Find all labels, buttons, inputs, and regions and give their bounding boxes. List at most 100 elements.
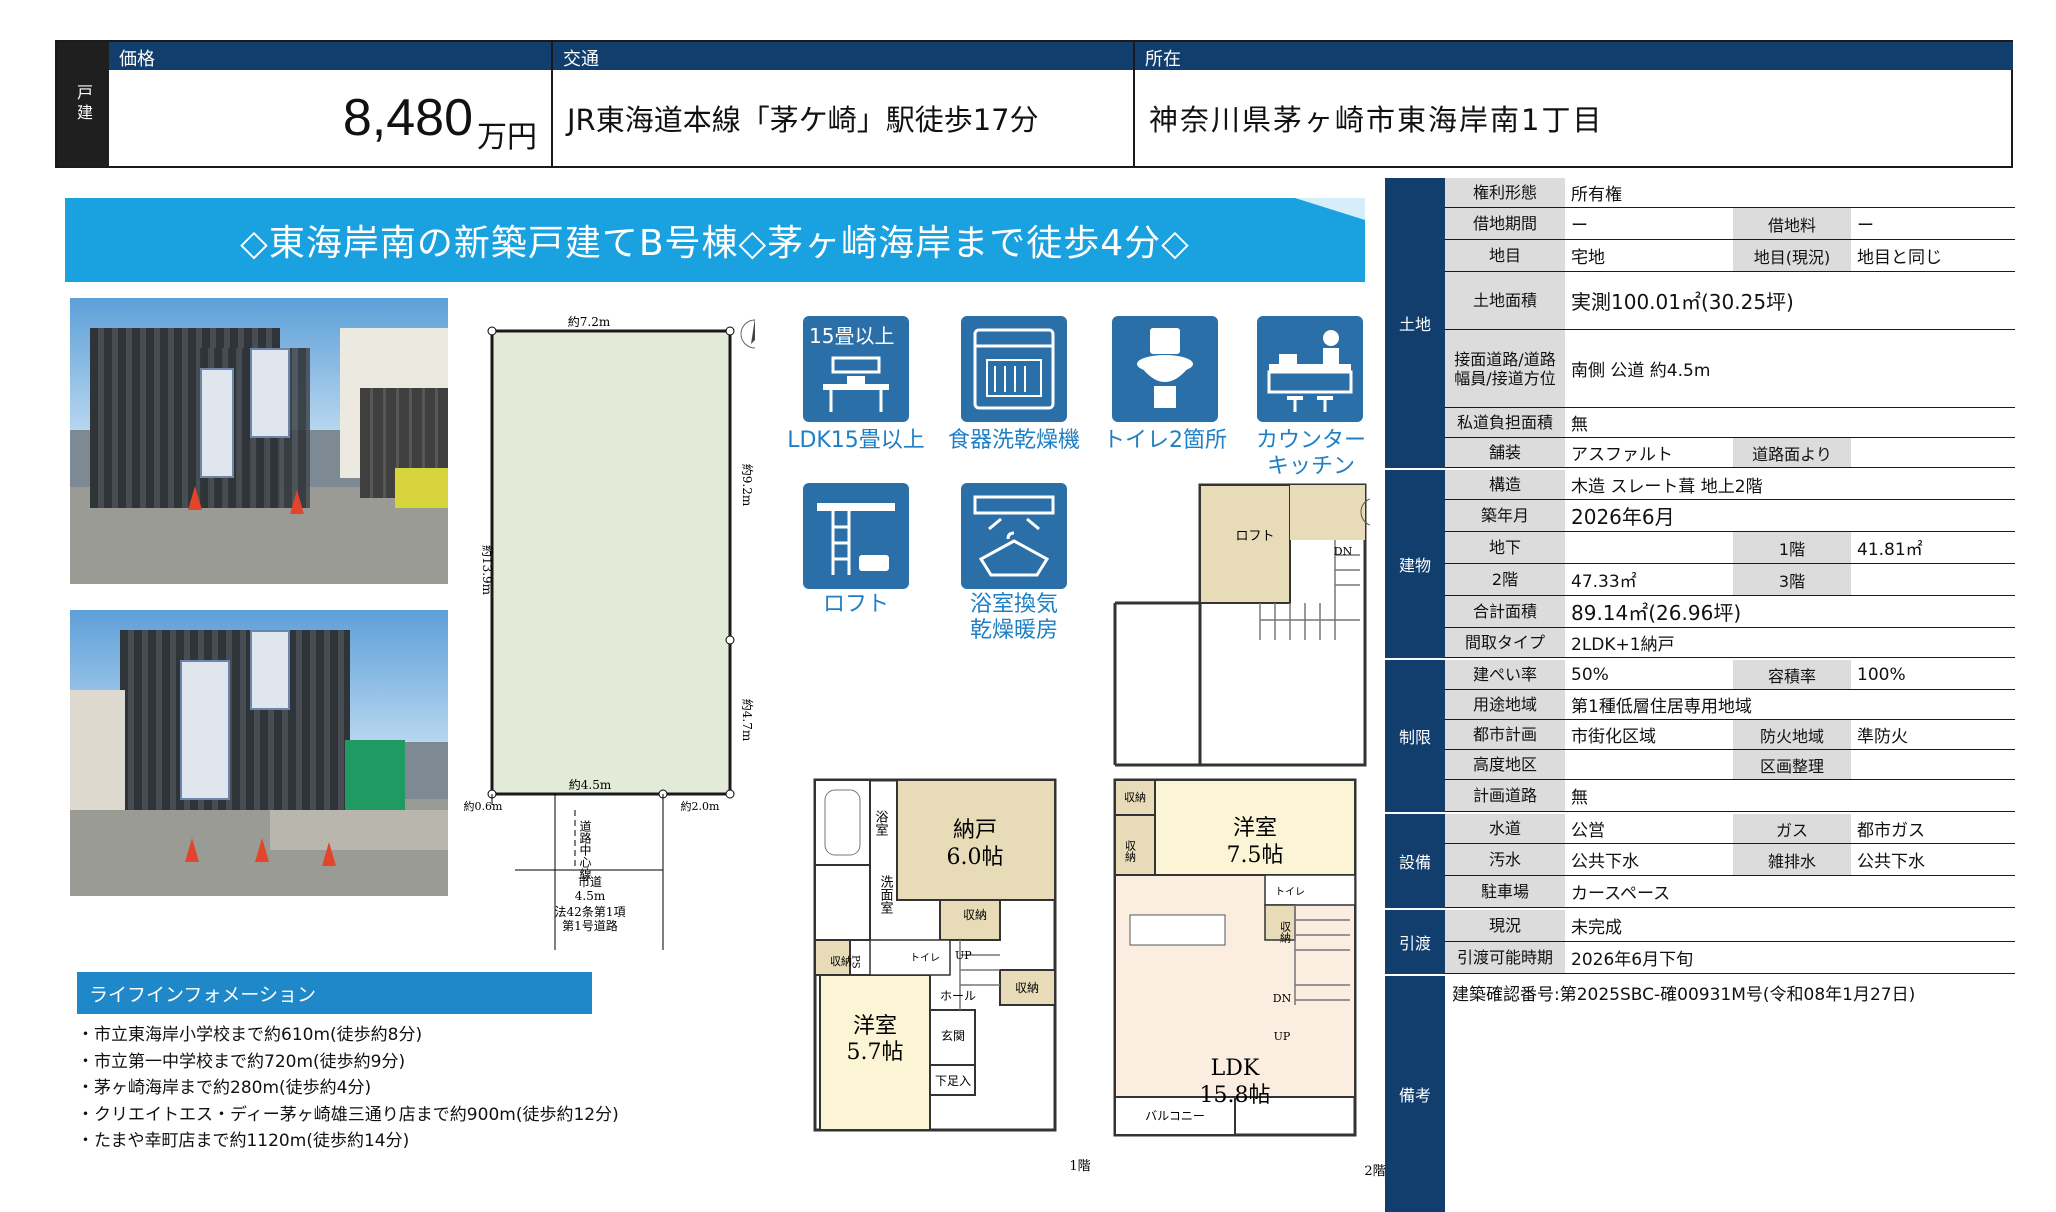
status-key: 現況 bbox=[1445, 910, 1565, 941]
floor3-area-key: 3階 bbox=[1733, 564, 1851, 595]
location-value: 神奈川県茅ヶ崎市東海岸南1丁目 bbox=[1149, 103, 1604, 137]
road-center-line: 道路中心線 bbox=[578, 820, 592, 880]
ldk-room-size: 15.8帖 bbox=[1200, 1083, 1271, 1108]
spec-row-road: 接面道路/道路幅員/接道方位 南側 公道 約4.5m bbox=[1445, 330, 2015, 408]
spec-row-sewage: 汚水 公共下水 雑排水 公共下水 bbox=[1445, 844, 2015, 876]
rights-key: 権利形態 bbox=[1445, 178, 1565, 207]
rights-value: 所有権 bbox=[1571, 185, 1622, 205]
road-width: 4.5m bbox=[575, 889, 606, 903]
location-label: 所在 bbox=[1135, 42, 2013, 70]
ldk-label: LDK15畳以上 bbox=[787, 428, 925, 453]
lease-value: ー bbox=[1571, 216, 1588, 236]
life-info-item: ・クリエイトエス・ディー茅ヶ崎雄三通り店まで約900m(徒歩約12分) bbox=[77, 1104, 619, 1125]
floor2-area-value: 47.33㎡ bbox=[1571, 572, 1637, 592]
basement-value bbox=[1565, 532, 1733, 563]
headline-banner: ◇東海岸南の新築戸建てB号棟◇茅ヶ崎海岸まで徒歩4分◇ bbox=[65, 198, 1365, 282]
balcony-label: バルコニー bbox=[1145, 1109, 1205, 1123]
western-room-2-label: 洋室 bbox=[1233, 816, 1277, 841]
bathroom-dryer-icon bbox=[961, 483, 1067, 589]
price-number: 8,480 bbox=[342, 89, 473, 147]
zone-key: 用途地域 bbox=[1445, 690, 1565, 719]
spec-row-status: 現況 未完成 bbox=[1445, 910, 2015, 942]
dishwasher-label: 食器洗乾燥機 bbox=[947, 428, 1080, 453]
category-restrictions: 制限 bbox=[1385, 660, 1445, 812]
shuno-label-2f-a: 収納 bbox=[1124, 791, 1146, 804]
lot-right-upper-dim: 約9.2m bbox=[740, 464, 755, 507]
lot-bottom-right-dim: 約2.0m bbox=[681, 799, 720, 813]
chimoku-now-key: 地目(現況) bbox=[1733, 240, 1851, 271]
floor2-label: 2階 bbox=[1364, 1164, 1385, 1179]
rent-value: ー bbox=[1857, 216, 1874, 236]
counter-label-1: カウンター bbox=[1255, 428, 1366, 453]
layout-value: 2LDK+1納戸 bbox=[1571, 635, 1675, 655]
floor2-area-key: 2階 bbox=[1445, 564, 1565, 595]
chimoku-now-value: 地目と同じ bbox=[1857, 248, 1942, 268]
spec-row-ratio: 建ぺい率 50% 容積率 100% bbox=[1445, 660, 2015, 690]
spec-row-floors-1: 地下 1階 41.81㎡ bbox=[1445, 532, 2015, 564]
land-readjust-key: 区画整理 bbox=[1733, 750, 1851, 779]
location-column: 所在 神奈川県茅ヶ崎市東海岸南1丁目 bbox=[1133, 42, 2013, 166]
loft-room-label: ロフト bbox=[1235, 529, 1274, 544]
access-value: JR東海道本線「茅ケ崎」駅徒歩17分 bbox=[567, 103, 1039, 137]
price-label: 価格 bbox=[109, 42, 551, 70]
category-building: 建物 bbox=[1385, 470, 1445, 658]
private-road-value: 無 bbox=[1571, 415, 1588, 435]
built-value: 2026年6月 bbox=[1571, 505, 1675, 529]
spec-row-layout: 間取タイプ 2LDK+1納戸 bbox=[1445, 628, 2015, 658]
first-floor-plan: 納戸 6.0帖 浴室 洗面室 収納 収納 PS トイレ UP ホール 収納 洋室… bbox=[813, 778, 1091, 1174]
dishwasher-icon bbox=[961, 316, 1067, 422]
loft-icon bbox=[803, 483, 909, 589]
far-value: 100% bbox=[1857, 664, 1906, 685]
height-district-key: 高度地区 bbox=[1445, 750, 1565, 779]
road-surface-value bbox=[1851, 438, 1863, 467]
category-land: 土地 bbox=[1385, 178, 1445, 468]
gas-key: ガス bbox=[1733, 814, 1851, 843]
compass-icon bbox=[1360, 498, 1370, 526]
access-label: 交通 bbox=[553, 42, 1133, 70]
private-road-key: 私道負担面積 bbox=[1445, 408, 1565, 437]
ldk-icon-text: 15畳以上 bbox=[809, 324, 895, 348]
shuno-label-2f-c: 収納 bbox=[1279, 921, 1292, 944]
lot-top-dim: 約7.2m bbox=[568, 314, 611, 329]
lot-right-lower-dim: 約4.7m bbox=[740, 699, 755, 742]
water-key: 水道 bbox=[1445, 814, 1565, 843]
header-bar: 戸建 価格 8,480 万円 交通 JR東海道本線「茅ケ崎」駅徒歩17分 所在 … bbox=[55, 40, 2013, 168]
spec-row-chimoku: 地目 宅地 地目(現況) 地目と同じ bbox=[1445, 240, 2015, 272]
shoe-label: 下足入 bbox=[935, 1074, 971, 1088]
loft-floorplan: ロフト DN bbox=[1113, 483, 1370, 767]
ps-label: PS bbox=[850, 955, 861, 969]
gas-value: 都市ガス bbox=[1857, 821, 1925, 841]
spec-row-land-area: 土地面積 実測100.01㎡(30.25坪) bbox=[1445, 272, 2015, 330]
structure-key: 構造 bbox=[1445, 470, 1565, 499]
storage-room-size: 6.0帖 bbox=[947, 845, 1004, 870]
category-remarks: 備考 bbox=[1385, 976, 1445, 1212]
wash-label: 洗面室 bbox=[878, 875, 894, 914]
rent-key: 借地料 bbox=[1733, 208, 1851, 239]
road-key: 接面道路/道路幅員/接道方位 bbox=[1445, 330, 1565, 407]
spec-row-floors-2: 2階 47.33㎡ 3階 bbox=[1445, 564, 2015, 596]
headline-text: ◇東海岸南の新築戸建てB号棟◇茅ヶ崎海岸まで徒歩4分◇ bbox=[240, 223, 1190, 264]
paving-key: 舗装 bbox=[1445, 438, 1565, 467]
counter-label-2: キッチン bbox=[1266, 454, 1355, 479]
western-room-1-size: 5.7帖 bbox=[847, 1040, 904, 1065]
lot-bottom-dim: 約4.5m bbox=[569, 777, 612, 792]
spec-row-private-road: 私道負担面積 無 bbox=[1445, 408, 2015, 438]
up-label-2f: UP bbox=[1274, 1030, 1291, 1043]
hall-label: ホール bbox=[940, 989, 976, 1003]
access-column: 交通 JR東海道本線「茅ケ崎」駅徒歩17分 bbox=[551, 42, 1133, 166]
road-law-2: 第1号道路 bbox=[562, 918, 618, 933]
property-type: 戸建 bbox=[57, 42, 109, 166]
status-value: 未完成 bbox=[1571, 918, 1622, 938]
entrance-label: 玄関 bbox=[941, 1028, 965, 1043]
far-key: 容積率 bbox=[1733, 660, 1851, 689]
basement-key: 地下 bbox=[1445, 532, 1565, 563]
second-floor-plan: 収納 収納 洋室 7.5帖 収納 トイレ DN UP LDK 15.8帖 バルコ… bbox=[1113, 778, 1386, 1179]
zone-value: 第1種低層住居専用地域 bbox=[1571, 697, 1752, 717]
sewage-value: 公共下水 bbox=[1571, 852, 1639, 872]
drain-value: 公共下水 bbox=[1857, 852, 1925, 872]
western-room-2-size: 7.5帖 bbox=[1227, 843, 1284, 868]
spec-row-water: 水道 公営 ガス 都市ガス bbox=[1445, 814, 2015, 844]
shuno-label-2f-b: 収納 bbox=[1124, 840, 1137, 863]
loft-dn-label: DN bbox=[1334, 545, 1353, 558]
loft-label: ロフト bbox=[822, 592, 889, 617]
